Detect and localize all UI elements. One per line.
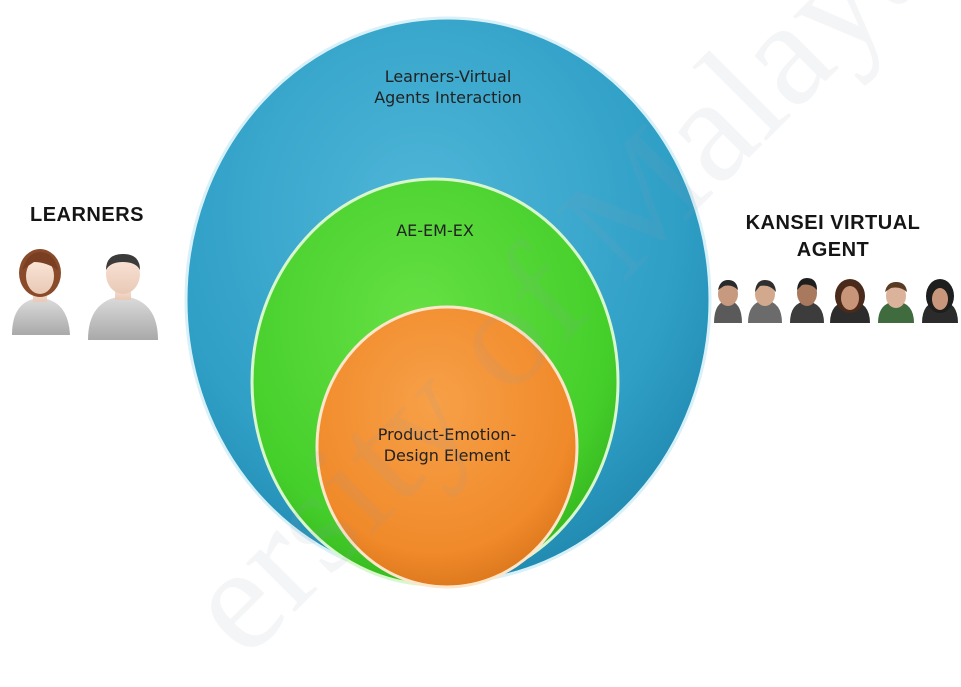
- male-user-icon: [88, 254, 158, 340]
- outer-circle-label: Learners-Virtual Agents Interaction: [348, 66, 548, 108]
- inner-circle-label: Product-Emotion- Design Element: [347, 424, 547, 466]
- kansei-agent-title: KANSEI VIRTUAL AGENT: [708, 210, 958, 264]
- agent-face-3: [790, 278, 824, 323]
- agent-face-2: [748, 280, 782, 323]
- outer-circle-label-line2: Agents Interaction: [374, 88, 522, 107]
- outer-circle-label-line1: Learners-Virtual: [384, 67, 512, 86]
- agent-face-4: [830, 279, 870, 323]
- agent-face-6: [922, 279, 958, 323]
- inner-circle: [315, 305, 579, 589]
- kansei-agent-title-line1: KANSEI VIRTUAL: [745, 212, 921, 234]
- venn-diagram: [12, 16, 958, 589]
- agent-face-1: [714, 280, 742, 323]
- middle-circle-label: AE-EM-EX: [396, 221, 474, 240]
- inner-circle-label-line2: Design Element: [383, 446, 511, 465]
- female-user-icon: [12, 249, 70, 335]
- agent-face-5: [878, 282, 914, 323]
- inner-circle-label-line1: Product-Emotion-: [377, 425, 517, 444]
- learners-title: LEARNERS: [29, 204, 144, 226]
- kansei-agent-title-line2: AGENT: [796, 239, 870, 261]
